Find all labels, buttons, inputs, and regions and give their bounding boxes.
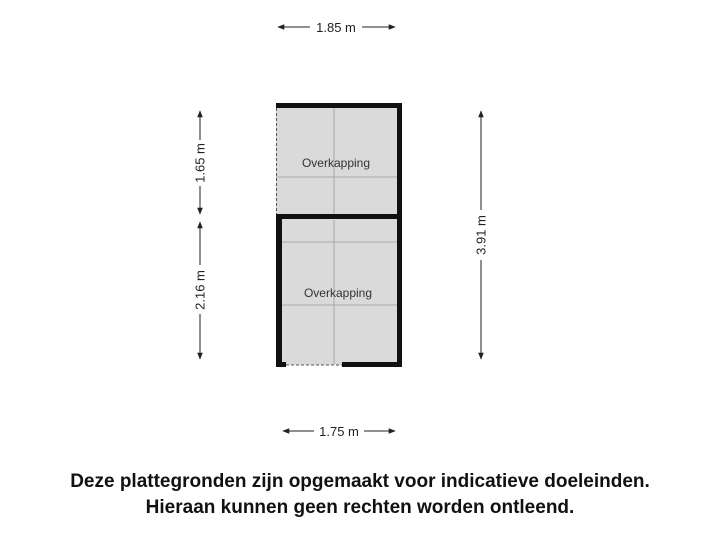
room-upper-floor [276,106,398,216]
dimension-upper-height-label: 1.65 m [193,143,208,183]
room-upper-overkapping: Overkapping [276,106,398,216]
room-lower-label: Overkapping [304,286,372,300]
room-lower-floor [281,218,398,365]
dimension-lower-height: 2.16 m [193,221,208,360]
dimension-total-height: 3.91 m [474,110,489,360]
wall-bottom-left [276,362,286,367]
dimension-upper-height: 1.65 m [193,110,208,215]
walls [276,103,402,367]
disclaimer-line-1: Deze plattegronden zijn opgemaakt voor i… [70,471,650,492]
disclaimer: Deze plattegronden zijn opgemaakt voor i… [0,469,720,521]
dimension-total-height-label: 3.91 m [474,215,489,255]
wall-middle [276,214,402,219]
wall-top [276,103,402,108]
dimension-bottom-width-label: 1.75 m [319,424,359,439]
dimension-bottom-width: 1.75 m [282,424,396,439]
dimension-lower-height-label: 2.16 m [193,270,208,310]
wall-right [397,103,402,367]
wall-left-lower [276,214,282,367]
dimension-top-width-label: 1.85 m [316,20,356,35]
wall-bottom-right [342,362,402,367]
floor-plan-drawing: Overkapping Overkapping 1.85 m [193,20,489,439]
room-upper-label: Overkapping [302,156,370,170]
dimension-top-width: 1.85 m [277,20,396,35]
disclaimer-line-2: Hieraan kunnen geen rechten worden ontle… [145,497,575,518]
room-lower-overkapping: Overkapping [281,218,398,365]
